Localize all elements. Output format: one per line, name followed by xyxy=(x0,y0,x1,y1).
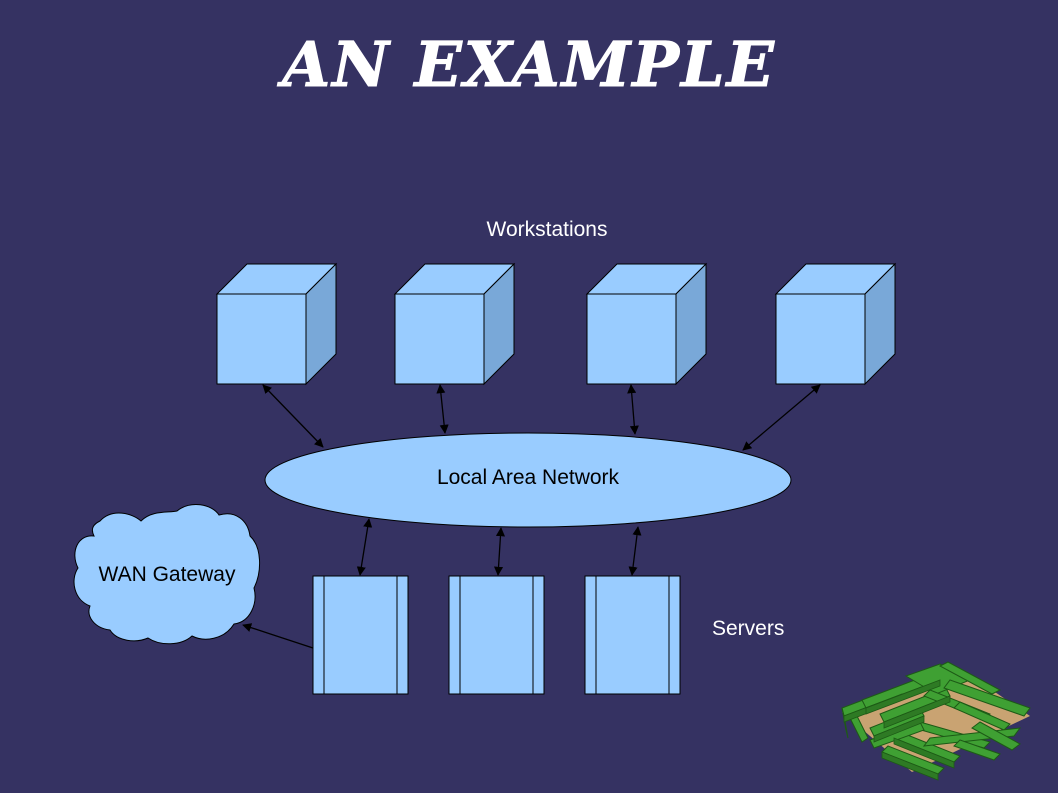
link-server-wan xyxy=(242,623,314,649)
link-lan-server2 xyxy=(493,527,506,576)
workstation-links xyxy=(262,384,821,451)
wan-cloud xyxy=(73,504,260,645)
server-links xyxy=(356,518,642,576)
server-1 xyxy=(312,575,409,695)
workstation-4 xyxy=(774,262,897,386)
link-ws1-lan xyxy=(262,384,324,448)
workstation-1 xyxy=(215,262,338,386)
server-3 xyxy=(584,575,681,695)
workstations-label: Workstations xyxy=(487,218,608,241)
link-lan-server3 xyxy=(628,526,642,576)
link-ws4-lan xyxy=(742,384,821,451)
lan-ellipse xyxy=(264,432,792,528)
workstation-3 xyxy=(585,262,708,386)
link-lan-server1 xyxy=(356,518,373,576)
link-ws2-lan xyxy=(436,384,449,434)
lan-label: Local Area Network xyxy=(437,466,620,489)
servers-label: Servers xyxy=(712,617,784,640)
slide-title: An Example xyxy=(282,28,776,101)
maze-icon xyxy=(841,661,1031,781)
server-2 xyxy=(448,575,545,695)
wan-label: WAN Gateway xyxy=(99,563,236,586)
link-ws3-lan xyxy=(627,384,639,435)
workstation-2 xyxy=(393,262,516,386)
